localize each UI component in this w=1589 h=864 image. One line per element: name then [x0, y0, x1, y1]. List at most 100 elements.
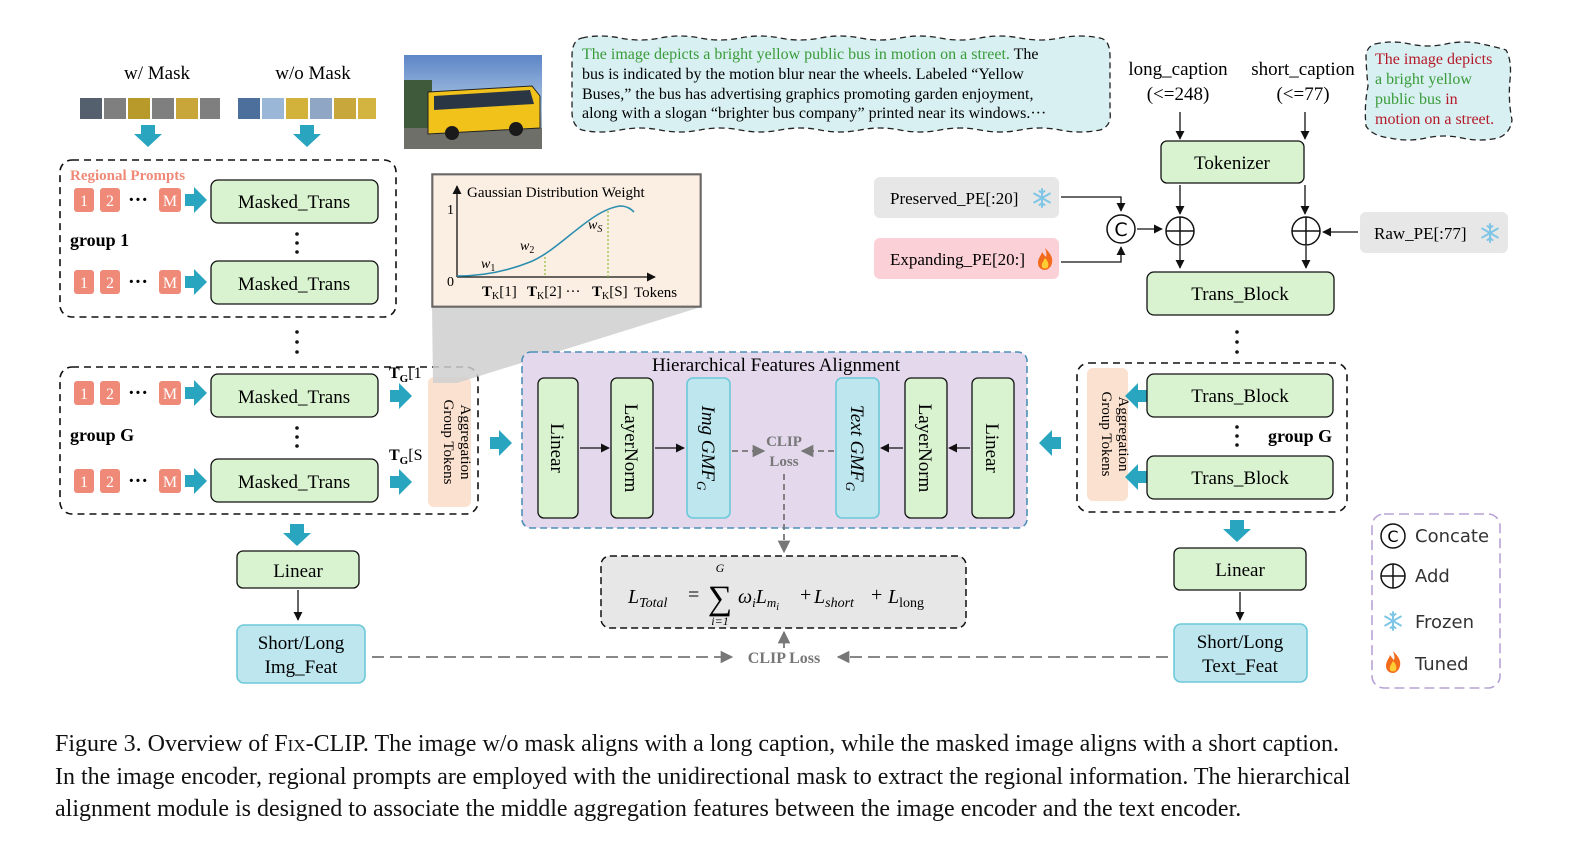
- trans-block-group-bottom: [1146, 455, 1334, 500]
- preserved-pe-box: [874, 177, 1059, 218]
- x-axis-label: Tokens: [634, 285, 677, 301]
- masked-trans-block: [210, 260, 379, 305]
- vertical-ellipsis: [295, 232, 299, 254]
- svg-text:M: M: [163, 386, 177, 403]
- right-arrow-icon: [185, 380, 207, 406]
- long-caption-limit: (<=248): [1147, 84, 1210, 105]
- masked-trans-label: Masked_Trans: [238, 192, 350, 213]
- without-mask-label: w/o Mask: [275, 63, 351, 84]
- align-linear-left: [537, 377, 579, 519]
- trans-block-group-top: [1146, 373, 1334, 418]
- right-arrow-icon: [185, 468, 207, 494]
- weight-w2: w2: [520, 239, 534, 256]
- bottom-clip-loss-label: CLIP Loss: [748, 650, 820, 667]
- long-caption-line1: The image depicts a bright yellow public…: [582, 46, 1039, 63]
- svg-text:+: +: [800, 584, 811, 606]
- tg-last-token-label: TG[S: [389, 447, 422, 467]
- down-arrow-icon: [293, 125, 321, 147]
- add-operator-short: [1291, 216, 1321, 246]
- gaussian-curve: [456, 205, 635, 277]
- group-g-label: group G: [1268, 426, 1332, 446]
- short-caption-box: [1364, 41, 1513, 141]
- token-tk2: TK[2] ···: [527, 284, 580, 302]
- group-1-label: group 1: [70, 230, 129, 250]
- legend-frozen: Frozen: [1384, 611, 1474, 633]
- prompt-row-groupg-bottom: 1 2 ··· M: [74, 469, 181, 493]
- svg-text:···: ···: [128, 470, 148, 492]
- alignment-title: Hierarchical Features Alignment: [652, 355, 901, 376]
- image-linear-block: [236, 550, 360, 589]
- text-linear-block: [1173, 547, 1307, 591]
- raw-pe-box: [1360, 212, 1508, 253]
- svg-text:C: C: [1114, 219, 1127, 241]
- snowflake-icon: [1384, 611, 1402, 631]
- image-feature-line2: Img_Feat: [265, 657, 339, 678]
- legend-tuned: Tuned: [1386, 651, 1469, 675]
- align-layernorm-left: [610, 377, 654, 519]
- masked-patch-strip: [80, 98, 220, 119]
- legend-box: [1371, 513, 1501, 689]
- masked-trans-block: [210, 373, 379, 418]
- svg-text:···: ···: [128, 189, 148, 211]
- text-gmf-block: [835, 377, 880, 519]
- text-linear-label: Linear: [1215, 560, 1265, 581]
- align-clip-loss-line2: Loss: [769, 454, 798, 470]
- caption-line-3: alignment module is designed to associat…: [55, 796, 1242, 822]
- bus-photo: [404, 55, 542, 149]
- vertical-ellipsis: [295, 330, 299, 354]
- img-gmf-label: Img GMFG: [694, 405, 718, 491]
- svg-text:1: 1: [80, 193, 88, 210]
- preserved-pe-label: Preserved_PE[:20]: [890, 189, 1018, 208]
- text-encoder-group-g: [1076, 362, 1348, 513]
- short-caption-line4: motion on a street.: [1375, 111, 1494, 128]
- image-encoder-group-1: [59, 159, 397, 318]
- align-layernorm-left-label: LayerNorm: [620, 404, 641, 493]
- svg-text:···: ···: [128, 271, 148, 293]
- long-caption-line3: Buses,” the bus has advertising graphics…: [582, 86, 1033, 103]
- y-tick-zero: 0: [447, 275, 454, 290]
- legend-concat-label: Concate: [1415, 526, 1489, 547]
- left-arrow-icon: [1039, 430, 1061, 456]
- align-linear-right: [971, 377, 1015, 519]
- trans-block-top: [1146, 271, 1335, 316]
- down-arrow-icon: [134, 125, 162, 147]
- down-arrow-icon: [283, 524, 311, 546]
- prompt-row-group1-top: 1 2 ··· M: [74, 188, 181, 212]
- masked-trans-block: [210, 179, 379, 224]
- svg-text:2: 2: [106, 386, 114, 403]
- group-tokens-aggregation-right: [1087, 368, 1128, 501]
- trans-block-label: Trans_Block: [1191, 386, 1289, 407]
- weight-ws: wS: [588, 218, 602, 235]
- text-feature-line1: Short/Long: [1197, 632, 1284, 653]
- svg-text:Lshort: Lshort: [813, 586, 855, 611]
- long-caption-line4: along with a slogan “brighter bus compan…: [582, 105, 1046, 122]
- image-linear-label: Linear: [273, 561, 323, 582]
- legend-tuned-label: Tuned: [1414, 654, 1469, 675]
- short-caption-limit: (<=77): [1276, 84, 1329, 105]
- with-mask-label: w/ Mask: [124, 63, 190, 84]
- raw-pe-label: Raw_PE[:77]: [1374, 224, 1467, 243]
- svg-text:1: 1: [80, 275, 88, 292]
- figure-caption: Figure 3. Overview of Fix-CLIP. The imag…: [55, 728, 1545, 826]
- svg-text:Llong: Llong: [887, 586, 924, 611]
- group-g-label: group G: [70, 425, 134, 445]
- expanding-pe-label: Expanding_PE[20:]: [890, 250, 1025, 269]
- expanding-pe-box: [874, 238, 1059, 279]
- vertical-ellipsis: [1235, 330, 1239, 354]
- flame-icon: [1386, 651, 1401, 673]
- svg-text:ωiLmi: ωiLmi: [738, 586, 779, 613]
- align-clip-loss-line1: CLIP: [766, 434, 802, 450]
- unmasked-patch-strip: [238, 98, 376, 119]
- image-encoder-group-g: [59, 366, 479, 515]
- align-linear-right-label: Linear: [981, 423, 1002, 473]
- regional-prompts-label: Regional Prompts: [70, 168, 185, 184]
- svg-text:2: 2: [106, 275, 114, 292]
- long-caption-line2: bus is indicated by the motion blur near…: [582, 66, 1024, 83]
- token-tk1: TK[1]: [482, 284, 517, 302]
- group-tokens-label: Group Tokens: [1098, 392, 1114, 477]
- svg-text:···: ···: [128, 382, 148, 404]
- right-arrow-icon: [185, 269, 207, 295]
- svg-text:2: 2: [106, 193, 114, 210]
- text-feature-block: [1173, 623, 1308, 683]
- align-layernorm-right-label: LayerNorm: [914, 404, 935, 493]
